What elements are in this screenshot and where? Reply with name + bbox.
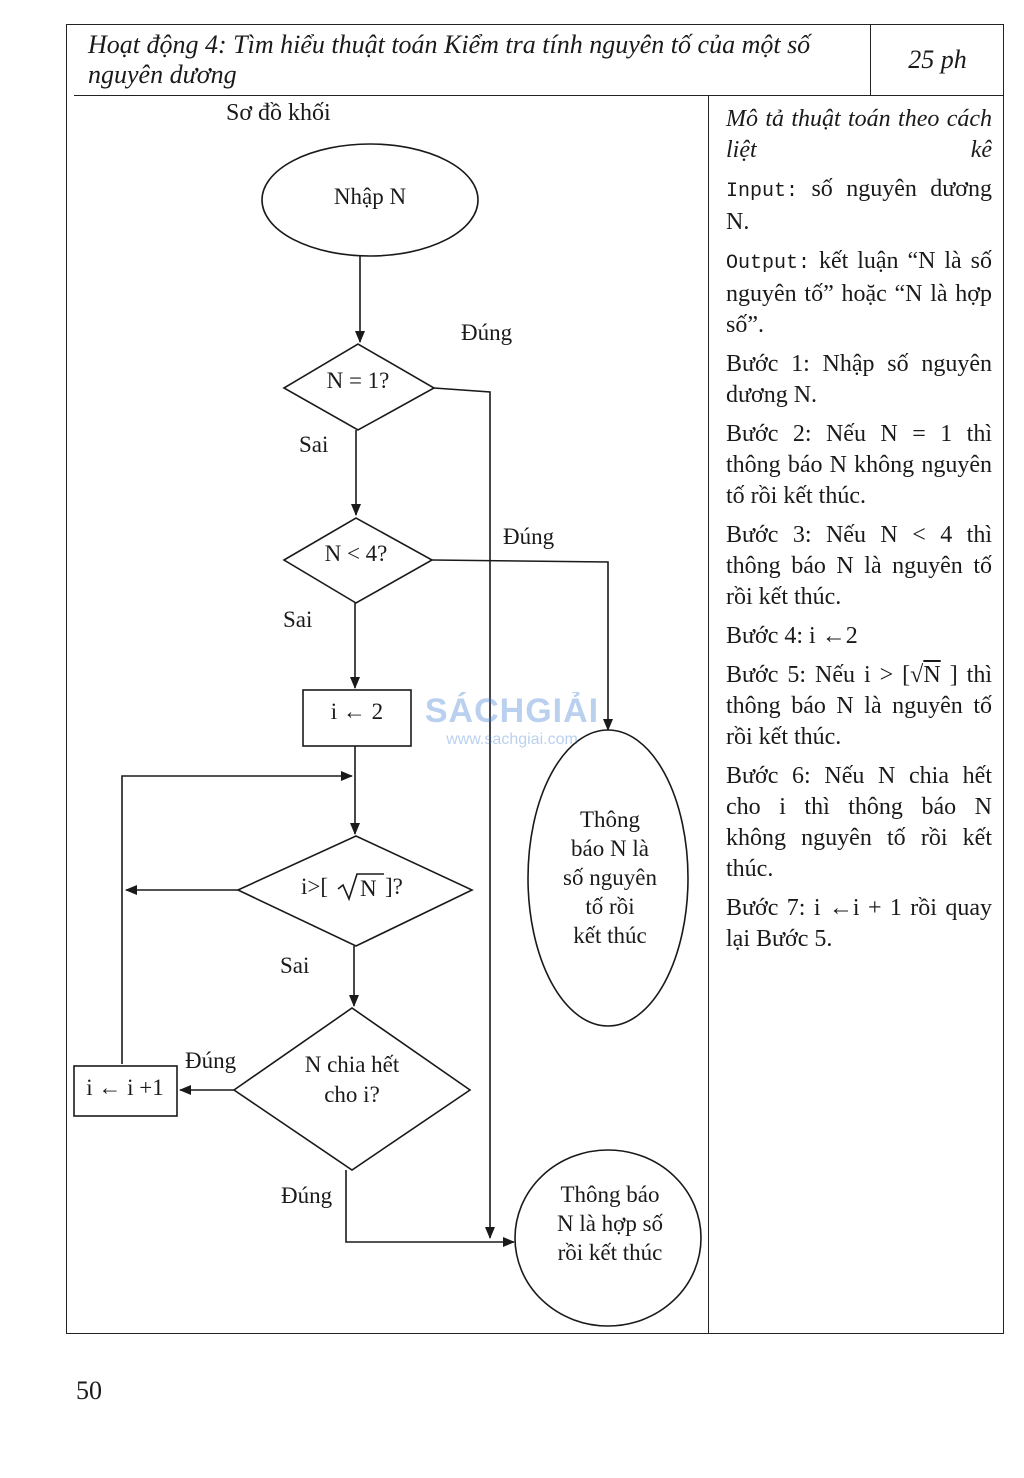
sqrt-sign: √ (910, 662, 924, 688)
prime-end-line: báo N là (571, 836, 649, 861)
step-4: Bước 4: i ←2 (726, 623, 858, 649)
decision-n-equals-1 (282, 343, 436, 431)
sqrt-symbol (337, 873, 384, 902)
start-label: Nhập N (334, 184, 407, 209)
step-5-suffix: ] thì thông báo N là nguyên tố rồi kết t… (726, 662, 993, 750)
decision-4-line-1: N chia hết (305, 1052, 400, 1077)
watermark: SÁCHGIẢI www.sachgiai.com (412, 692, 612, 749)
decision-4-line-2: cho i? (324, 1082, 380, 1107)
description-input: Input: số nguyên dương N. (726, 174, 992, 238)
step-3: Bước 3: Nếu N < 4 thì thông báo N là ngu… (726, 522, 992, 610)
increment-box (73, 1065, 178, 1117)
watermark-sub: www.sachgiai.com (446, 731, 578, 748)
step-5-prefix: Bước 5: Nếu i > [ (726, 662, 911, 688)
decision-2-label: N < 4? (325, 541, 388, 566)
activity-header: Hoạt động 4: Tìm hiểu thuật toán Kiểm tr… (74, 24, 1004, 96)
composite-end-terminal (514, 1149, 702, 1327)
prime-end-line: tố rồi (585, 894, 634, 919)
step-2: Bước 2: Nếu N = 1 thì thông báo N không … (726, 421, 992, 509)
flowchart: Nhập N N = 1? N < 4? i ← 2 i>[ N ]? N ch… (73, 143, 702, 1327)
step-5: Bước 5: Nếu i > [√N ] thì thông báo N là… (726, 660, 992, 753)
decision-3-suffix: ]? (385, 874, 403, 899)
decision-3-radicand: N (360, 876, 377, 901)
label-true-d4-left: Đúng (185, 1048, 237, 1073)
input-keyword: Input: (726, 180, 799, 203)
label-true-d4-down: Đúng (281, 1183, 333, 1208)
label-false-d3: Sai (280, 953, 309, 978)
decision-3-prefix: i>[ (301, 874, 328, 899)
page-number: 50 (76, 1376, 102, 1405)
step-6: Bước 6: Nếu N chia hết cho i thì thông b… (726, 763, 992, 882)
output-text: kết luận “N là số nguyên tố” hoặc “N là … (726, 248, 992, 338)
label-true-d2: Đúng (503, 524, 555, 549)
decision-divisible (232, 1007, 472, 1171)
composite-end-line: Thông báo (560, 1182, 659, 1207)
arrow-d1-true (433, 387, 495, 1239)
arrow-d2-true (431, 559, 613, 731)
step-5-radicand: N (923, 662, 941, 688)
output-keyword: Output: (726, 252, 811, 275)
watermark-main: SÁCHGIẢI (424, 692, 600, 730)
step-1: Bước 1: Nhập số nguyên dương N. (726, 351, 992, 408)
prime-end-line: Thông (580, 807, 641, 832)
prime-end-line: kết thúc (573, 923, 646, 948)
init-box (302, 689, 412, 747)
decision-i-greater-sqrt (236, 835, 474, 947)
label-false-d2: Sai (283, 607, 312, 632)
column-divider (708, 96, 709, 1334)
prime-end-terminal (527, 729, 689, 1027)
activity-time: 25 ph (870, 24, 1004, 96)
decision-n-less-4 (282, 517, 434, 604)
description-output: Output: kết luận “N là số nguyên tố” hoặ… (726, 246, 992, 341)
start-terminal (261, 143, 479, 257)
composite-end-line: rồi kết thúc (558, 1240, 663, 1265)
algorithm-description: Mô tả thuật toán theo cách liệt kê Input… (726, 104, 992, 963)
increment-label: i ← i +1 (86, 1075, 164, 1100)
init-label: i ← 2 (331, 699, 383, 724)
step-7: Bước 7: i ←i + 1 rồi quay lại Bước 5. (726, 895, 992, 952)
composite-end-line: N là hợp số (557, 1211, 664, 1236)
label-false-d1: Sai (299, 432, 328, 457)
diagram-label: Sơ đồ khối (226, 100, 331, 126)
arrow-loop-back (121, 771, 353, 1064)
arrow-d4-to-composite (345, 1170, 515, 1247)
activity-title: Hoạt động 4: Tìm hiểu thuật toán Kiểm tr… (88, 30, 811, 89)
input-text: số nguyên dương N. (726, 176, 992, 235)
decision-1-label: N = 1? (327, 368, 390, 393)
prime-end-line: số nguyên (563, 865, 657, 890)
label-true-d1: Đúng (461, 320, 513, 345)
page-frame (66, 24, 1004, 1334)
description-title: Mô tả thuật toán theo cách liệt kê (726, 106, 992, 163)
